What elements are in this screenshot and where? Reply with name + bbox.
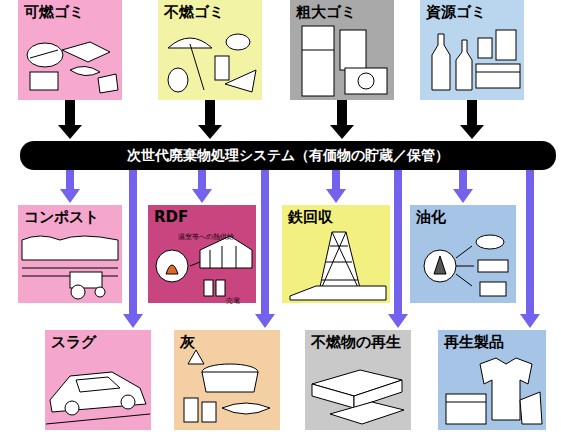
category-box: 資源ゴミ [420, 0, 524, 100]
box-label: 灰 [180, 333, 195, 352]
illustration-caption: 売電 [226, 296, 240, 306]
category-box: 粗大ゴミ [290, 0, 394, 100]
category-box: 不燃ゴミ [158, 0, 262, 100]
box-label: 鉄回収 [288, 208, 333, 227]
box-label: 粗大ゴミ [296, 3, 356, 22]
illustration-caption: 温室等への熱供給 [178, 232, 234, 242]
category-box: 油化 [410, 205, 516, 303]
category-box: 不燃物の再生 [305, 330, 411, 430]
band-title: 次世代廃棄物処理システム（有価物の貯蔵／保管） [20, 147, 556, 165]
input-arrow [198, 100, 222, 139]
category-box: 灰 [174, 330, 280, 430]
output-arrow [60, 170, 80, 203]
system-band: 次世代廃棄物処理システム（有価物の貯蔵／保管） [20, 141, 556, 170]
output-arrow [255, 170, 275, 328]
box-label: 不燃物の再生 [311, 333, 401, 352]
output-arrow [326, 170, 346, 203]
output-arrow [192, 170, 212, 203]
output-arrow [123, 170, 143, 328]
box-label: 油化 [416, 208, 446, 227]
category-box: スラグ [45, 330, 151, 430]
input-arrow [58, 100, 82, 139]
box-label: 不燃ゴミ [164, 3, 224, 22]
category-box: RDF [148, 205, 256, 303]
output-arrow [520, 170, 540, 328]
category-box: コンポスト [18, 205, 122, 303]
box-label: 資源ゴミ [426, 3, 486, 22]
box-label: コンポスト [24, 208, 99, 227]
box-label: 再生製品 [444, 333, 504, 352]
input-arrow [330, 100, 354, 139]
output-arrow [453, 170, 473, 203]
category-box: 可燃ゴミ [18, 0, 122, 100]
category-box: 鉄回収 [282, 205, 390, 303]
input-arrow [460, 100, 484, 139]
output-arrow [388, 170, 408, 328]
box-label: 可燃ゴミ [24, 3, 84, 22]
box-label: RDF [154, 208, 188, 226]
box-label: スラグ [51, 333, 96, 352]
category-box: 再生製品 [438, 330, 546, 430]
